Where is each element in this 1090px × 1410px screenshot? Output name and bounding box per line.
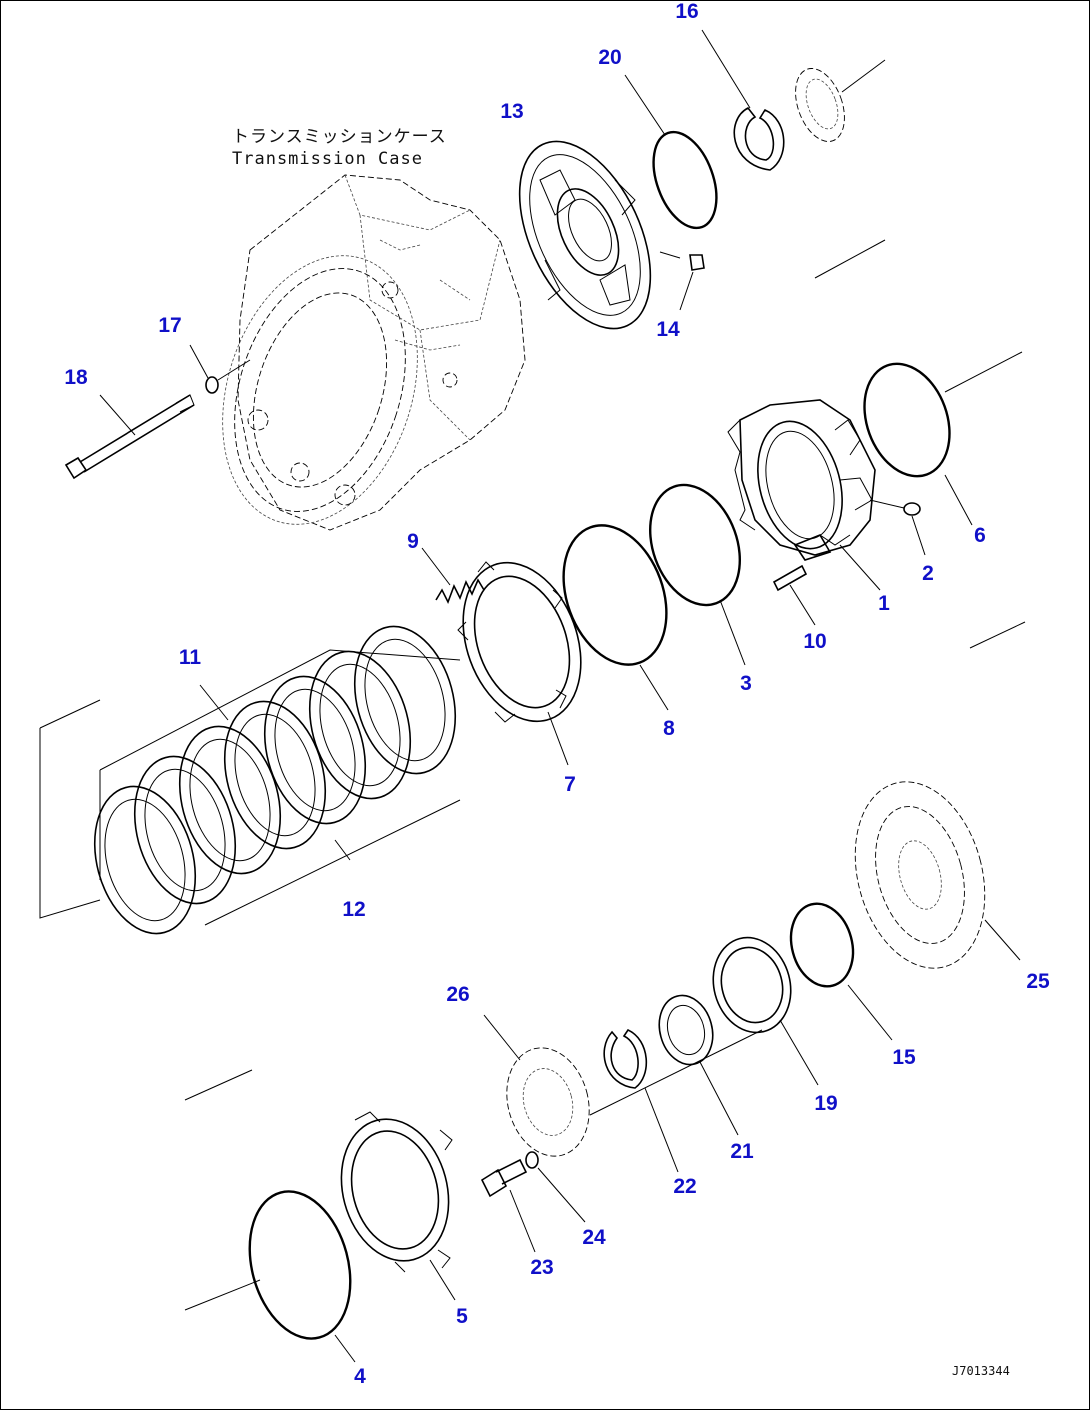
callout-10: 10	[803, 630, 827, 653]
callout-3: 3	[740, 672, 752, 695]
part-6-ring	[863, 362, 951, 478]
callout-17: 17	[158, 314, 182, 337]
callout-8: 8	[663, 717, 675, 740]
part-10-pin	[772, 564, 816, 626]
callout-4: 4	[354, 1365, 366, 1388]
callout-12: 12	[342, 898, 366, 921]
drawing-id: J7013344	[952, 1364, 1010, 1378]
part-20-ring	[652, 130, 718, 230]
callout-23: 23	[530, 1256, 554, 1279]
transmission-case	[222, 174, 526, 531]
part-26-hub	[483, 1014, 590, 1157]
transmission-case-label: トランスミッションケース Transmission Case	[232, 126, 447, 170]
part-14-plug	[659, 251, 705, 311]
callout-24: 24	[582, 1226, 606, 1249]
callout-9: 9	[407, 530, 419, 553]
callout-18: 18	[64, 366, 88, 389]
part-15-ring	[789, 902, 855, 988]
part-16-snap-ring	[733, 106, 785, 171]
part-8-ring	[562, 524, 668, 666]
callout-5: 5	[456, 1305, 468, 1328]
callout-20: 20	[598, 46, 622, 69]
part-17-washer	[189, 344, 251, 394]
part-24-washer	[525, 1151, 586, 1223]
part-18-bolt	[64, 394, 195, 480]
callout-7: 7	[564, 773, 576, 796]
part-25-carrier	[854, 781, 1021, 969]
part-13-cover	[518, 140, 652, 330]
case-label-english: Transmission Case	[232, 149, 423, 169]
callout-6: 6	[974, 524, 986, 547]
callout-1: 1	[878, 592, 890, 615]
part-7-plate	[457, 561, 582, 766]
part-21-ring	[658, 994, 739, 1136]
case-label-japanese: トランスミッションケース	[232, 127, 447, 147]
callout-22: 22	[673, 1175, 697, 1198]
part-1-housing	[727, 399, 881, 591]
part-23-bolt	[480, 1158, 536, 1253]
clutch-pack	[39, 625, 461, 935]
callout-19: 19	[814, 1092, 838, 1115]
part-4-ring	[248, 1190, 352, 1340]
part-5-plate	[340, 1111, 456, 1301]
part-9-spring	[421, 547, 485, 604]
callout-25: 25	[1026, 970, 1050, 993]
part-2-plug	[869, 499, 926, 556]
callout-11: 11	[178, 646, 202, 669]
part-22-snap-ring	[603, 1028, 679, 1173]
callout-15: 15	[892, 1046, 916, 1069]
part-3-ring	[648, 483, 742, 607]
callout-14: 14	[656, 318, 680, 341]
callout-13: 13	[500, 100, 524, 123]
callout-2: 2	[922, 562, 934, 585]
callout-16: 16	[675, 0, 699, 23]
callout-26: 26	[446, 983, 470, 1006]
callout-21: 21	[730, 1140, 754, 1163]
part-19-seal	[712, 936, 819, 1086]
